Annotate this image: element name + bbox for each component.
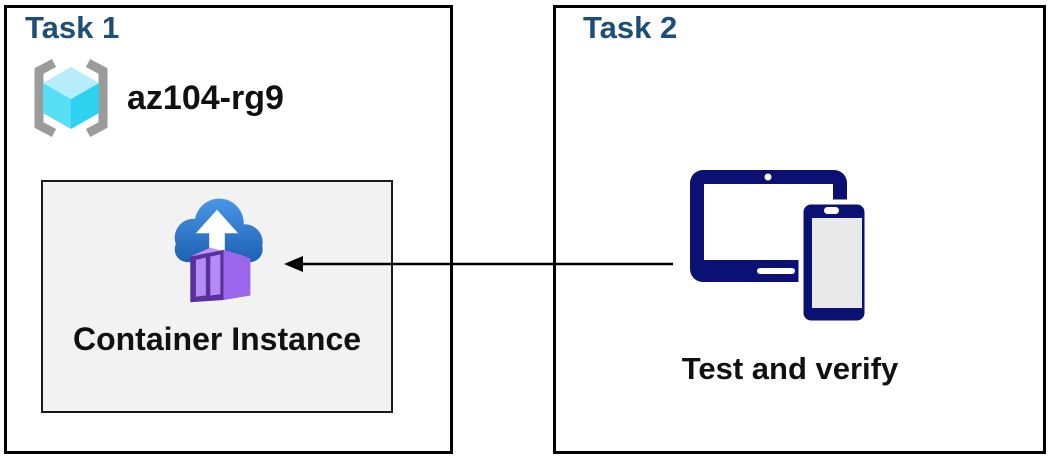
resource-group-icon	[34, 59, 108, 137]
task1-title: Task 1	[25, 10, 120, 45]
tablet-camera-dot	[764, 173, 772, 181]
task2-title: Task 2	[583, 10, 678, 45]
phone-speaker-slot	[824, 207, 839, 214]
container-instances-icon	[174, 198, 263, 303]
test-and-verify-label: Test and verify	[681, 351, 899, 386]
tablet-phone-icon	[690, 170, 870, 326]
upload-arrow-icon	[195, 209, 239, 262]
resource-group-name: az104-rg9	[127, 79, 284, 117]
container-instance-label: Container Instance	[72, 321, 362, 357]
tablet-home-button	[757, 268, 795, 274]
